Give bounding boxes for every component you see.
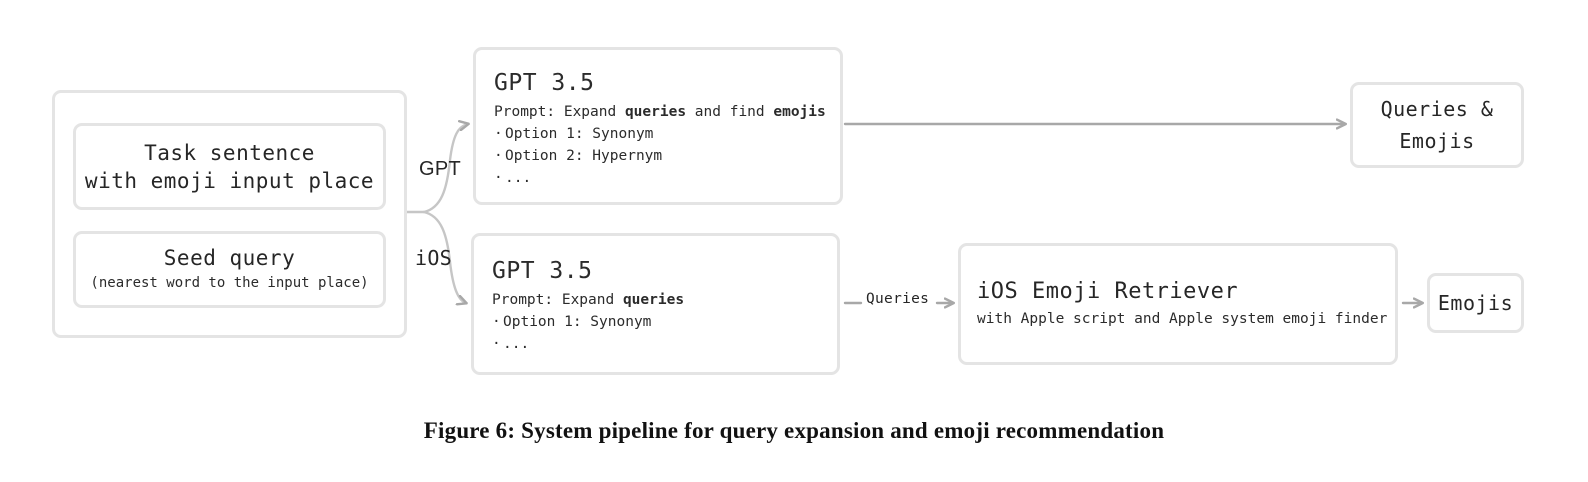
output-emojis-label: Emojis: [1437, 291, 1514, 315]
gpt-bottom-prompt: Prompt: Expand queries: [492, 289, 837, 311]
bullet-icon: ·: [492, 314, 501, 330]
gpt-top-box: GPT 3.5 Prompt: Expand queries and find …: [473, 47, 843, 205]
retriever-subtitle: with Apple script and Apple system emoji…: [977, 311, 1388, 327]
gpt-top-prompt-bold-queries: queries: [624, 104, 687, 120]
bullet-icon: ·: [494, 126, 503, 142]
gpt-top-option-2-text: Option 2: Hypernym: [505, 148, 663, 164]
gpt-top-option-1: ·Option 1: Synonym: [494, 123, 840, 145]
gpt-bottom-option-1: ·Option 1: Synonym: [492, 311, 837, 333]
seed-query-subtitle: (nearest word to the input place): [90, 275, 369, 291]
gpt-bottom-box: GPT 3.5 Prompt: Expand queries ·Option 1…: [471, 233, 840, 375]
task-sentence-box: Task sentence with emoji input place: [73, 123, 386, 210]
bullet-icon: ·: [492, 336, 501, 352]
edge-label-queries: Queries: [866, 291, 930, 307]
gpt-top-option-ellipsis: ·...: [494, 167, 840, 189]
ios-emoji-retriever-box: iOS Emoji Retriever with Apple script an…: [958, 243, 1398, 365]
gpt-top-prompt: Prompt: Expand queries and find emojis: [494, 101, 840, 123]
figure-caption: Figure 6: System pipeline for query expa…: [423, 418, 1165, 443]
output-queries-and-emojis-line1: Queries &: [1380, 97, 1494, 121]
gpt-top-option-2: ·Option 2: Hypernym: [494, 145, 840, 167]
branch-label-gpt: GPT: [419, 158, 462, 180]
gpt-bottom-option-ellipsis: ·...: [492, 333, 837, 355]
gpt-bottom-prompt-bold-queries: queries: [622, 292, 685, 308]
gpt-top-prompt-mid: and find: [686, 104, 774, 120]
task-sentence-line1: Task sentence: [144, 140, 315, 165]
gpt-top-title: GPT 3.5: [494, 70, 595, 96]
gpt-top-prompt-bold-emojis: emojis: [773, 104, 826, 120]
output-queries-and-emojis-line2: Emojis: [1399, 129, 1475, 153]
gpt-bottom-option-1-text: Option 1: Synonym: [503, 314, 652, 330]
retriever-title: iOS Emoji Retriever: [977, 279, 1239, 304]
gpt-bottom-title: GPT 3.5: [492, 258, 593, 284]
task-sentence-line2: with emoji input place: [84, 168, 375, 193]
gpt-top-option-1-text: Option 1: Synonym: [505, 126, 654, 142]
seed-query-box: Seed query (nearest word to the input pl…: [73, 231, 386, 308]
output-queries-and-emojis-box: Queries & Emojis: [1350, 82, 1524, 168]
bullet-icon: ·: [494, 148, 503, 164]
gpt-top-prompt-prefix: Prompt: Expand: [494, 104, 625, 120]
output-emojis-box: Emojis: [1427, 273, 1524, 333]
branch-label-ios: iOS: [415, 246, 453, 270]
gpt-bottom-prompt-prefix: Prompt: Expand: [492, 292, 623, 308]
bullet-icon: ·: [494, 170, 503, 186]
seed-query-title: Seed query: [163, 246, 296, 270]
gpt-bottom-option-ellipsis-text: ...: [503, 336, 530, 352]
gpt-top-option-ellipsis-text: ...: [505, 170, 532, 186]
